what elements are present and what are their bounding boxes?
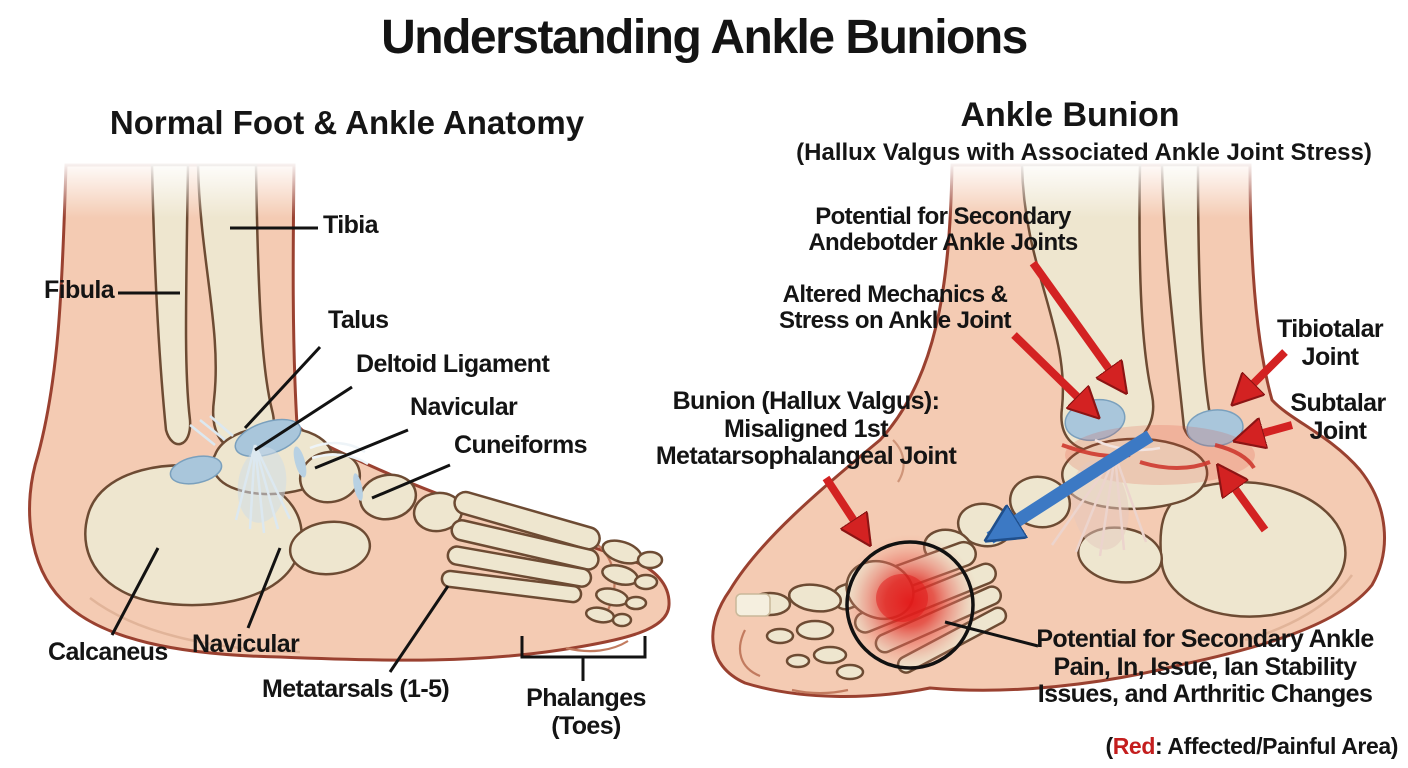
red-stress-arrows [822,260,1294,542]
right-sole-shading-line [1244,574,1354,642]
top-fade [0,160,1408,218]
label-calcaneus: Calcaneus [48,638,168,666]
annotation-subtalar-line2: Joint [1309,416,1367,445]
annotation-tibiotalar-joint: Tibiotalar Joint [1276,315,1384,371]
annotation-secondary-joints-line2: Andebotder Ankle Joints [808,229,1078,257]
label-cuneiforms: Cuneiforms [454,431,588,459]
deltoid-leader-line [254,385,353,452]
big-toe-nail [735,593,771,617]
left-ankle-cartilage [169,418,363,501]
annotation-secondary-joints: Potential for Secondary Andebotder Ankle… [808,203,1078,257]
right-panel-subtitle: (Hallux Valgus with Associated Ankle Joi… [796,139,1372,166]
right-ankle-crease-line [892,439,905,483]
left-foot-illustration [28,163,671,681]
blue-transfer-arrow [990,430,1154,544]
left-leader-lines [110,226,647,681]
red-arrow-bunion [822,475,868,542]
annotation-subtalar-line1: Subtalar [1290,389,1386,417]
annotation-bunion-line2: Misaligned 1st [724,414,888,443]
right-toe-crease-lines [738,629,849,695]
label-phalanges: Phalanges (Toes) [526,684,646,740]
cuboid-bone [288,520,372,576]
label-navicular-top: Navicular [410,393,518,421]
annotation-altered-mechanics: Altered Mechanics & Stress on Ankle Join… [779,281,1012,335]
label-deltoid-ligament: Deltoid Ligament [356,350,550,378]
label-tibia: Tibia [323,211,378,239]
talus-leader-line [243,345,322,430]
metatarsals-leader-line [388,585,450,673]
annotation-bunion-line3: Metatarsophalangeal Joint [655,442,957,470]
left-sole-shading-line [89,597,301,654]
annotation-secondary-pain: Potential for Secondary Ankle Pain, In, … [1036,625,1374,709]
navicular-bottom-leader-line [246,547,282,629]
label-fibula: Fibula [44,276,115,304]
phalanx-bones [584,539,664,628]
pain-leader-line [944,620,1039,648]
legend-suffix: : Affected/Painful Area) [1154,733,1398,759]
annotation-secondary-pain-line3: Issues, and Arthritic Changes [1037,680,1373,708]
navicular-bone [298,450,362,504]
label-navicular-bottom: Navicular [192,630,300,658]
red-arrow-subtalar [1238,425,1294,440]
annotation-subtalar-joint: Subtalar Joint [1290,389,1386,445]
red-arrow-secondary-joints [1029,260,1124,390]
fibula-bone [150,163,192,446]
annotation-bunion-heading: Bunion (Hallux Valgus): [672,387,940,415]
red-arrow-tibiotalar [1235,349,1288,402]
navicular-top-leader-line [314,428,409,470]
metatarsal-bones [440,490,601,604]
annotation-tibiotalar-line1: Tibiotalar [1276,315,1384,343]
annotation-bunion: Bunion (Hallux Valgus): Misaligned 1st M… [655,387,957,471]
annotation-tibiotalar-line2: Joint [1301,342,1359,371]
cuneiforms-leader-line [371,463,451,500]
right-panel-title: Ankle Bunion [960,96,1180,134]
right-foot-illustration [711,163,1386,698]
red-arrow-lower-joint [1220,468,1269,533]
legend-red-word: Red [1112,733,1156,759]
label-phalanges-line1: Phalanges [526,684,646,712]
annotation-altered-mechanics-line2: Stress on Ankle Joint [779,307,1012,335]
annotation-secondary-pain-line1: Potential for Secondary Ankle [1036,625,1374,653]
label-phalanges-line2: (Toes) [551,711,621,740]
label-talus: Talus [328,306,389,334]
page-title: Understanding Ankle Bunions [381,11,1028,64]
annotation-altered-mechanics-line1: Altered Mechanics & [782,281,1008,308]
legend-red-note: (Red: Affected/Painful Area) [1105,733,1398,760]
label-metatarsals: Metatarsals (1-5) [262,675,450,703]
red-arrow-altered-mechanics [1011,332,1096,415]
legend-prefix: ( [1105,733,1113,759]
annotation-secondary-joints-line1: Potential for Secondary [815,203,1071,230]
bunion-red-core [876,574,928,622]
phalanges-bracket [520,636,647,681]
calcaneus-leader-line [110,547,160,636]
left-panel-title: Normal Foot & Ankle Anatomy [109,104,585,141]
bunion-highlight-circle [845,540,975,670]
annotation-secondary-pain-line2: Pain, In, Issue, Ian Stability [1053,652,1358,681]
deltoid-ligament-fibers [189,415,369,534]
